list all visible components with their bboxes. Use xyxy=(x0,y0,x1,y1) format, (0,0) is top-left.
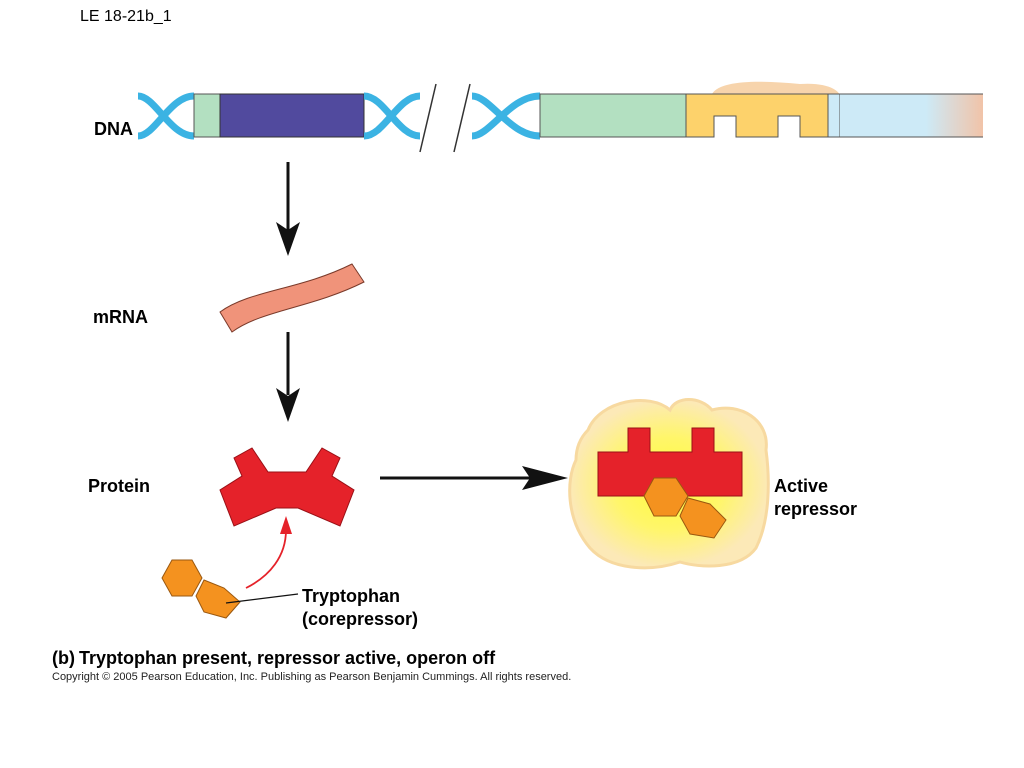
label-tryptophan-line1: Tryptophan xyxy=(302,586,400,606)
label-dna: DNA xyxy=(94,119,133,139)
regulatory-gene xyxy=(219,93,365,138)
operon-promoter xyxy=(539,93,687,138)
translation-arrow xyxy=(276,332,300,422)
tryptophan-hexagon xyxy=(161,559,203,597)
label-mrna: mRNA xyxy=(93,307,149,327)
slide-id: LE 18-21b_1 xyxy=(80,8,172,25)
tryptophan-pentagon xyxy=(195,579,241,619)
caption-part-label: (b) xyxy=(52,648,75,668)
tryptophan-leader-line xyxy=(225,593,299,604)
operator-repressor-shadow xyxy=(712,81,840,96)
figure-caption: (b)Tryptophan present, repressor active,… xyxy=(52,648,495,669)
regulator-promoter-segment xyxy=(193,93,221,138)
copyright-notice: Copyright © 2005 Pearson Education, Inc.… xyxy=(52,671,572,683)
tryptophan-molecule xyxy=(161,559,241,619)
active-repressor-protein xyxy=(597,427,743,497)
inactive-repressor-protein xyxy=(219,447,355,527)
operator xyxy=(685,93,829,138)
label-active-repressor-line1: Active xyxy=(774,476,829,496)
dna-helix-left xyxy=(137,92,195,140)
caption-text: Tryptophan present, repressor active, op… xyxy=(78,648,496,668)
activation-arrow xyxy=(380,466,568,490)
transcription-arrow xyxy=(276,162,300,256)
dna-break-marks xyxy=(419,83,471,153)
trp-genes-a xyxy=(827,93,841,138)
mrna-strand xyxy=(219,263,365,333)
trp-genes xyxy=(840,94,983,137)
bound-tryptophan xyxy=(643,477,727,539)
label-tryptophan-line2: (corepressor) xyxy=(302,609,419,629)
label-protein: Protein xyxy=(88,476,151,496)
label-active-repressor-line2: repressor xyxy=(774,499,858,519)
bound-tryptophan-hexagon xyxy=(643,477,689,517)
bound-tryptophan-pentagon xyxy=(679,497,727,539)
dna-helix-middle xyxy=(363,92,541,140)
binding-arrow xyxy=(245,516,292,589)
